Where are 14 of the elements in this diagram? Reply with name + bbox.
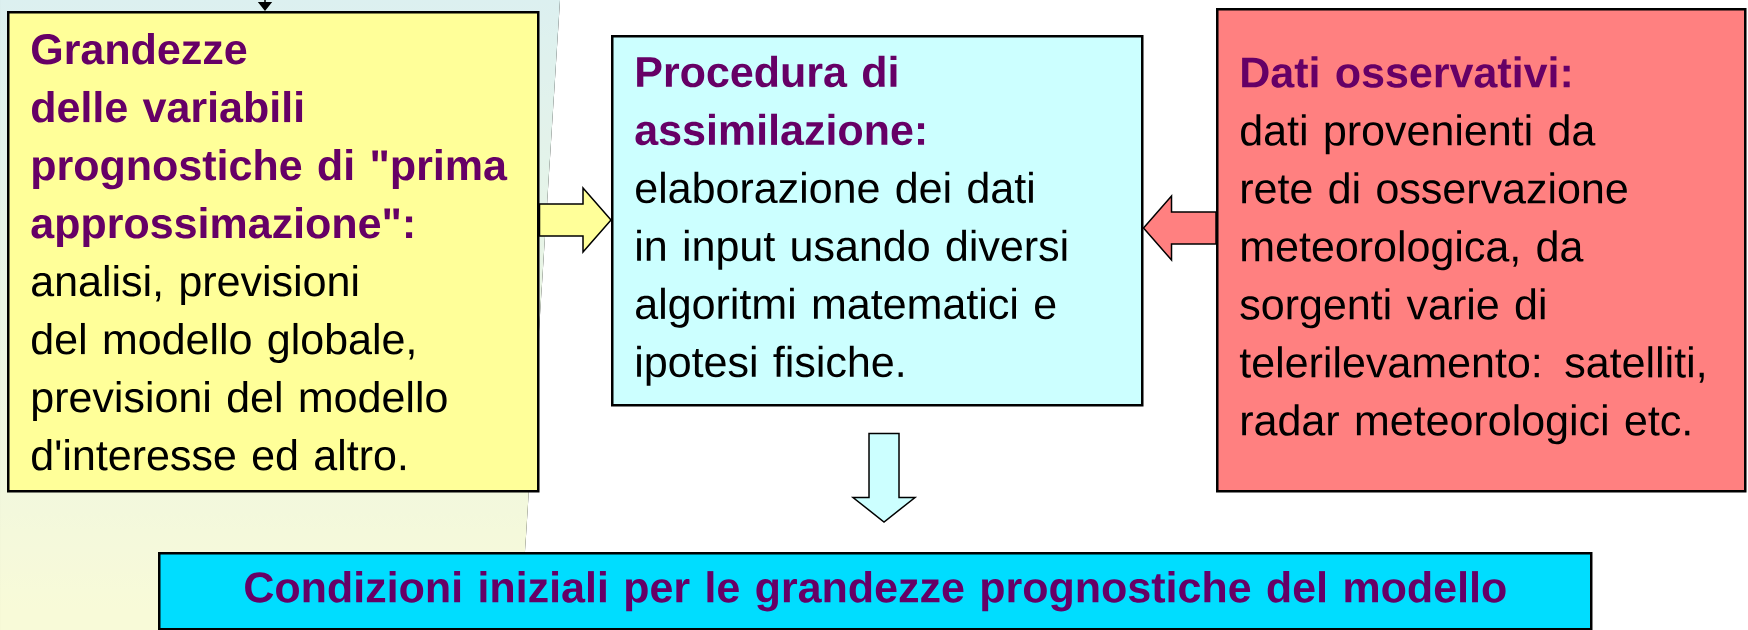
text-box bbox=[1216, 8, 1747, 493]
text-box bbox=[7, 11, 540, 493]
body-text: elaborazione dei dati in input usando diversi algoritmi matematici e ipotesi fisiche. bbox=[636, 171, 1067, 386]
heading-text: Procedura di assimilazione: bbox=[635, 55, 925, 146]
body-text: dati provenienti da rete di osservazione meteorologica, da sorgenti varie di telerilevamento: satelliti, radar meteorologici etc. bbox=[1239, 114, 1704, 445]
heading-text: Dati osservativi: bbox=[1242, 56, 1570, 88]
block-arrow bbox=[538, 186, 612, 254]
text-box bbox=[158, 552, 1593, 630]
block-arrow bbox=[850, 432, 918, 523]
block-arrow bbox=[1142, 194, 1217, 262]
heading-text: Grandezze delle variabili prognostiche di "prima approssimazione": bbox=[31, 32, 508, 248]
heading-text: Condizioni iniziali per le grandezze prognostiche del modello bbox=[245, 571, 1506, 612]
text-box bbox=[611, 35, 1144, 407]
body-text: analisi, previsioni del modello globale, previsioni del modello d'interesse ed altro. bbox=[32, 264, 447, 471]
